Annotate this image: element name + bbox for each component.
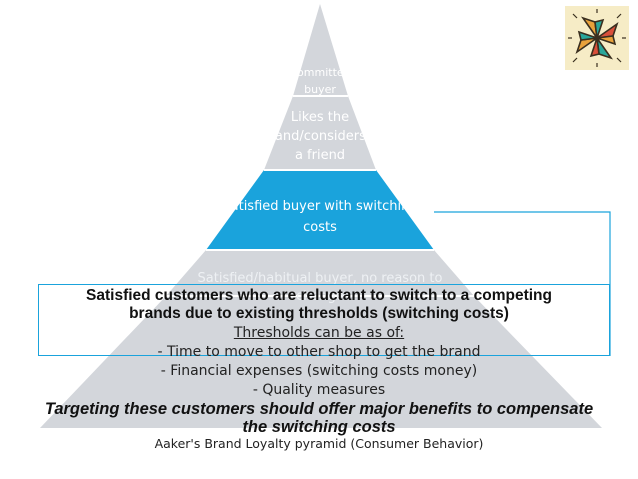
conclusion-line-1: Targeting these customers should offer m…	[44, 400, 594, 418]
pyramid-tier-switching-costs	[206, 170, 434, 250]
threshold-item-financial: - Financial expenses (switching costs mo…	[160, 363, 478, 379]
pyramid-tier-likes-brand	[264, 96, 376, 170]
pyramid-tier-base	[40, 296, 602, 428]
pinwheel-logo-icon	[565, 6, 629, 70]
threshold-item-time: - Time to move to other shop to get the …	[157, 344, 481, 360]
tier-switching-costs-label: Satisfied buyer with switching costs	[222, 199, 418, 235]
callout-box	[38, 284, 610, 356]
tier-committed-label: Committed buyer	[289, 66, 351, 96]
tier-habitual-label: Satisfied/habitual buyer, no reason to c…	[197, 271, 443, 304]
pyramid-tier-committed	[293, 4, 348, 96]
thresholds-title: Thresholds can be as of:	[233, 325, 405, 341]
tier-likes-brand-label: Likes the brand/considers it a friend	[261, 110, 379, 163]
threshold-item-quality: - Quality measures	[252, 382, 386, 398]
conclusion-line-2: the switching costs	[242, 418, 396, 436]
heading-line-2: brands due to existing thresholds (switc…	[129, 305, 509, 322]
heading-line-1: Satisfied customers who are reluctant to…	[86, 287, 552, 304]
caption: Aaker's Brand Loyalty pyramid (Consumer …	[154, 436, 484, 451]
callout-connector	[434, 211, 611, 356]
